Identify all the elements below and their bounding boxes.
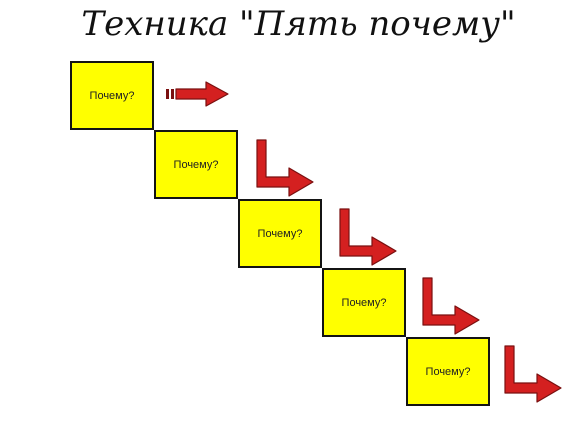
down-right-arrow-icon [339, 208, 397, 266]
why-label-1: Почему? [89, 89, 135, 102]
why-box-2: Почему? [154, 130, 238, 199]
why-label-5: Почему? [425, 365, 471, 378]
why-box-4: Почему? [322, 268, 406, 337]
down-right-arrow-icon [422, 277, 480, 335]
down-right-arrow-icon [256, 139, 314, 197]
why-box-1: Почему? [70, 61, 154, 130]
right-arrow-icon [166, 81, 229, 107]
down-right-arrow-icon [504, 345, 562, 403]
why-box-3: Почему? [238, 199, 322, 268]
why-box-5: Почему? [406, 337, 490, 406]
why-label-2: Почему? [173, 158, 219, 171]
why-label-3: Почему? [257, 227, 303, 240]
why-label-4: Почему? [341, 296, 387, 309]
diagram-title: Техника "Пять почему" [81, 4, 516, 44]
